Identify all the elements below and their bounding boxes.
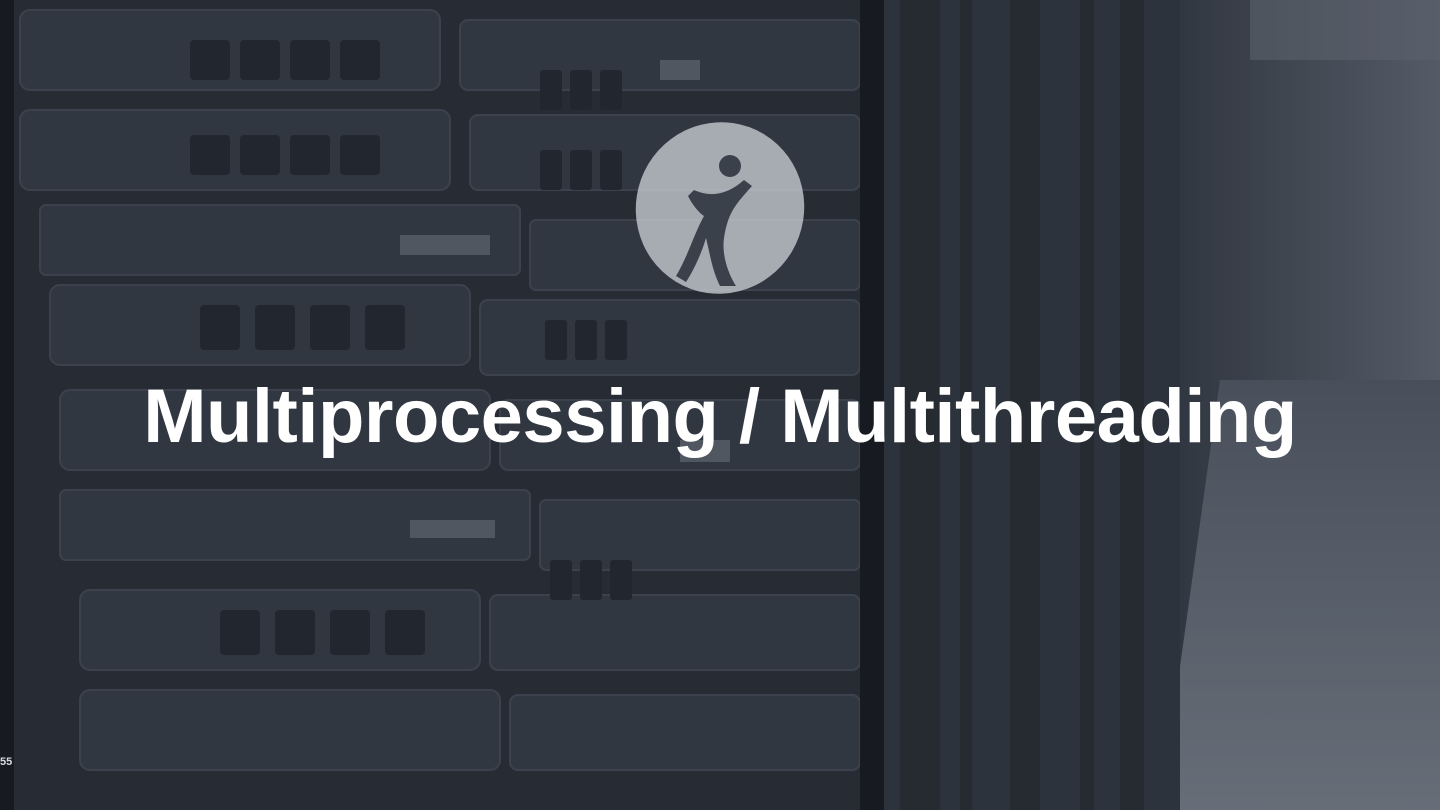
page-number: 55 [0,756,13,768]
slide-title: Multiprocessing / Multithreading [143,374,1297,459]
person-arms-raised-logo-icon [632,120,808,296]
